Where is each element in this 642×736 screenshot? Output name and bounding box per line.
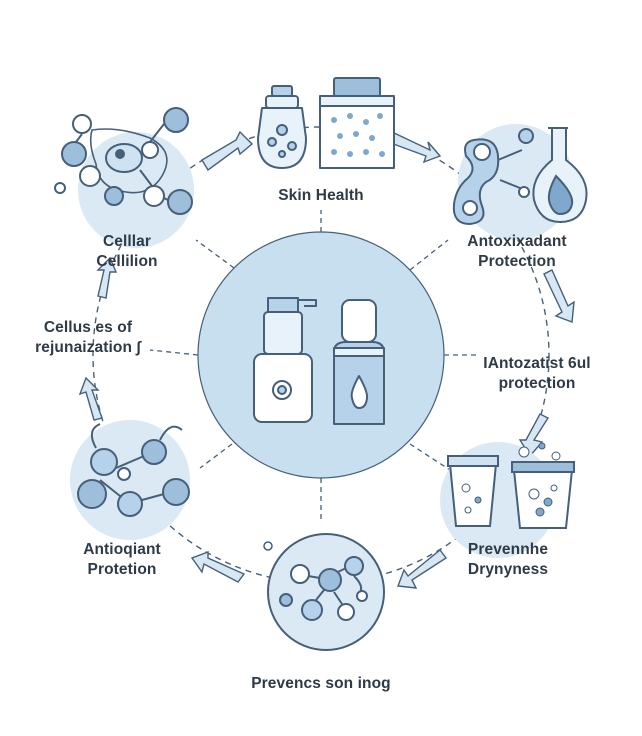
cell-molecules-icon [54,107,194,248]
molecule-flask-icon [452,124,588,240]
label-line: Antoxixadant [467,233,567,250]
center-node [197,231,445,479]
label-line: Drynyness [467,561,549,578]
cycle-arrows [78,130,575,589]
label-line: Cellus es of [43,319,133,336]
spokes [149,210,476,520]
molecule-cluster-icon [70,420,190,540]
label-line: Prevennhe [467,541,549,558]
arrow-top-right [387,131,442,164]
label-cellular-rejuvenation: Cellus es of rejunaization ∫ [22,318,154,358]
label-line: Cellilion [96,253,158,270]
arrow-top-left [201,130,254,172]
molecule-circle-icon [263,533,385,651]
cups-bubbles-icon [440,442,575,558]
arrow-right [543,269,575,323]
label-line: protection [498,375,576,392]
label-cellular-cellition: Celllar Cellilion [72,232,182,272]
arrow-bottom-left [190,550,246,583]
arrow-bottom-right [397,548,448,589]
label-antioxidant-protection-bottom-left: Antioqiant Protetion [62,540,182,580]
arrow-left-lower [78,376,103,421]
label-line: rejunaization ∫ [35,339,141,356]
label-line: Protection [478,253,556,270]
label-line: Protetion [87,561,157,578]
label-skin-health: Skin Health [278,187,364,204]
label-prevent-aging: Prevencs son inog [251,675,391,692]
arrow-left-upper [96,256,118,299]
label-antioxidant-protection-top-right: Antoxixadant Protection [452,232,582,272]
label-line: Celllar [102,233,152,250]
jars-icon [257,77,395,169]
center-circle [197,231,445,479]
label-prevent-dryness: Prevennhe Drynyness [448,540,568,580]
label-line: IAntozatist 6ul [483,355,591,372]
label-line: Antioqiant [83,541,161,558]
label-protection-right: IAntozatist 6ul protection [462,354,612,394]
skincare-bottles-icon [253,297,385,425]
